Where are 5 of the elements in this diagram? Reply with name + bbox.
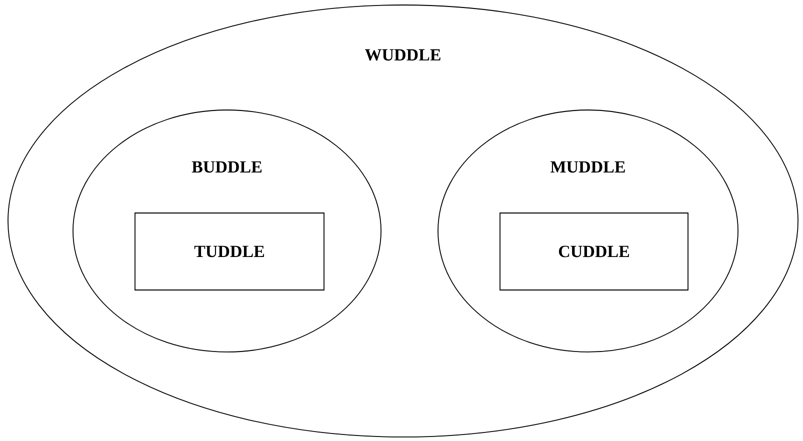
ellipse-label: WUDDLE — [364, 49, 440, 61]
labeled-box: TUDDLE — [134, 212, 324, 290]
ellipse-label: BUDDLE — [192, 161, 262, 173]
labeled-box: CUDDLE — [500, 212, 688, 290]
ellipse-label: MUDDLE — [550, 161, 625, 173]
